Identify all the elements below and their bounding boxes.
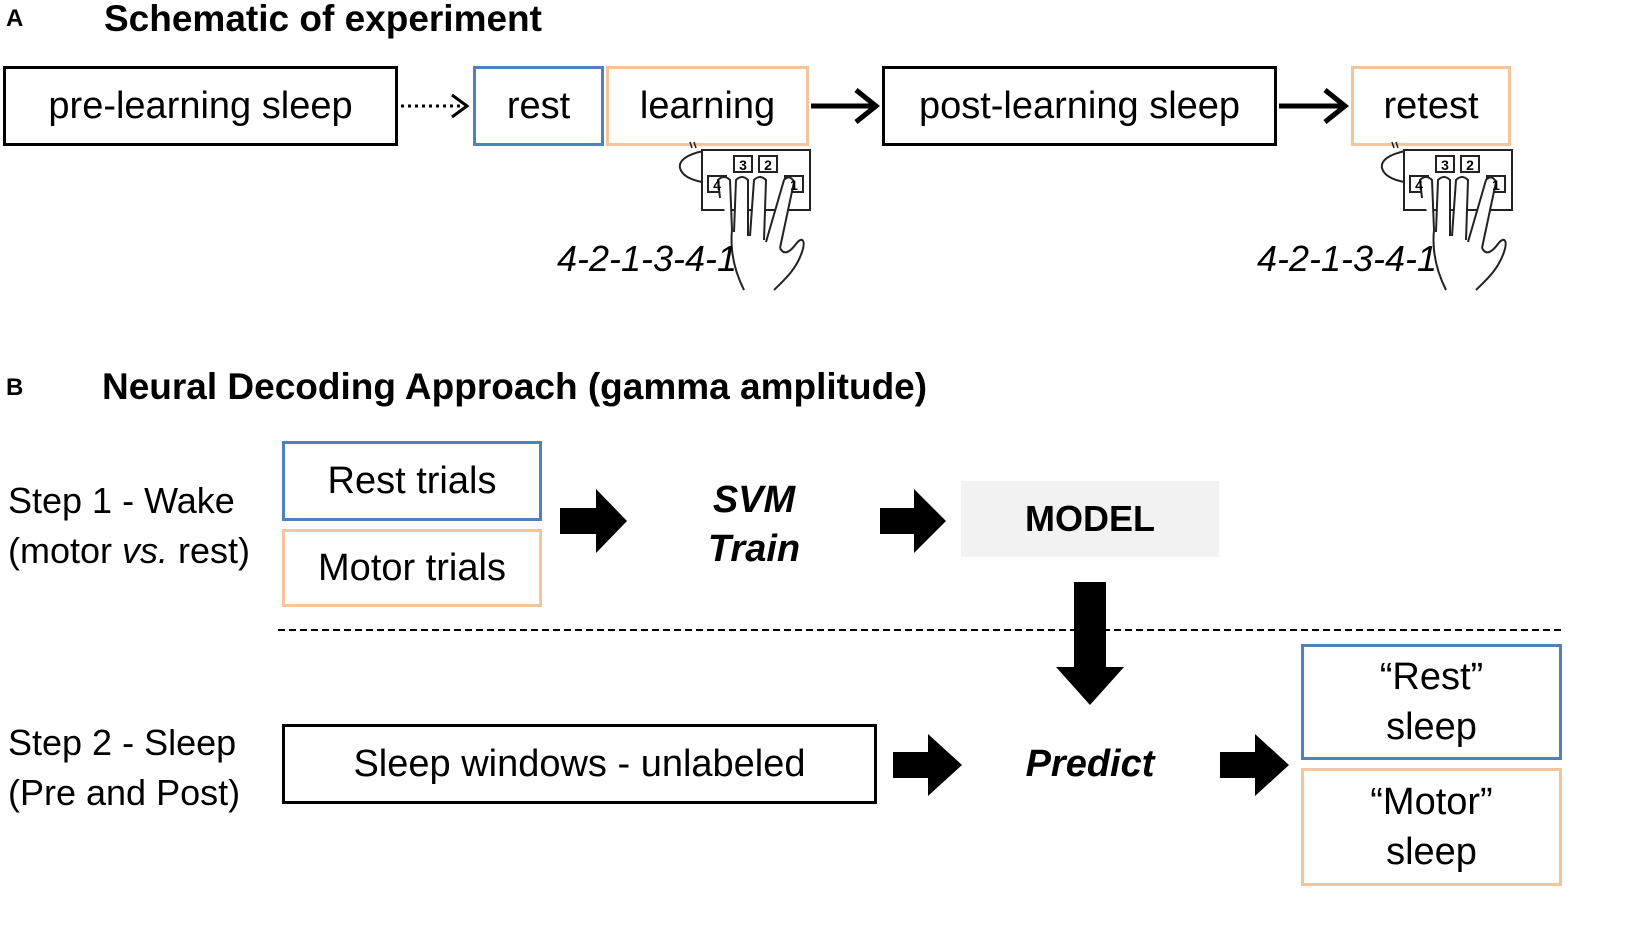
rest-trials-label: Rest trials xyxy=(327,459,497,502)
predict-label: Predict xyxy=(1025,743,1155,785)
step2-label: Step 2 - Sleep (Pre and Post) xyxy=(8,718,240,818)
rest-sleep-line2: sleep xyxy=(1386,706,1477,748)
post-learning-sleep-label: post-learning sleep xyxy=(918,84,1241,127)
learning-key-4: 4 xyxy=(713,177,721,193)
step1-label-line2: (motor vs. rest) xyxy=(8,526,250,576)
retest-key-1: 1 xyxy=(1492,177,1500,193)
motor-sleep-line1: “Motor” xyxy=(1370,781,1493,823)
arrow-post-sleep-to-retest xyxy=(1279,88,1350,124)
block-arrow-sleep-to-predict xyxy=(893,734,962,796)
step1-label-line1: Step 1 - Wake xyxy=(8,480,235,521)
retest-key-2: 2 xyxy=(1466,157,1474,173)
step1-label-line2-pre: (motor xyxy=(8,530,123,571)
step2-label-line1: Step 2 - Sleep xyxy=(8,722,237,763)
train-label: Train xyxy=(707,528,801,570)
motor-sleep-line2: sleep xyxy=(1386,831,1477,873)
panel-a-letter: A xyxy=(6,5,24,32)
model-label: MODEL xyxy=(1025,498,1155,539)
block-arrow-model-to-predict xyxy=(1056,582,1124,705)
arrow-learning-to-post-sleep xyxy=(811,88,881,124)
step1-label-line2-em: vs. xyxy=(122,530,169,571)
pre-learning-sleep-box: pre-learning sleep xyxy=(3,66,398,146)
pre-learning-sleep-label: pre-learning sleep xyxy=(48,84,353,127)
block-arrow-svm-to-model xyxy=(880,489,946,553)
post-learning-sleep-box: post-learning sleep xyxy=(882,66,1277,146)
svm-label: SVM xyxy=(712,479,796,521)
retest-key-3: 3 xyxy=(1441,157,1449,173)
retest-sequence: 4-2-1-3-4-1 xyxy=(1257,238,1438,279)
learning-key-2: 2 xyxy=(764,157,772,173)
block-arrow-predict-to-output xyxy=(1220,734,1289,796)
dotted-arrow xyxy=(401,93,470,119)
panel-a-title: Schematic of experiment xyxy=(104,0,542,39)
rest-box: rest xyxy=(473,66,604,146)
learning-sequence: 4-2-1-3-4-1 xyxy=(557,238,738,279)
rest-sleep-box: “Rest” sleep xyxy=(1301,644,1562,760)
retest-label: retest xyxy=(1383,84,1479,127)
sleep-windows-box: Sleep windows - unlabeled xyxy=(282,724,877,804)
motor-trials-box: Motor trials xyxy=(282,529,542,607)
learning-box: learning xyxy=(606,66,809,146)
retest-box: retest xyxy=(1351,66,1511,146)
model-box: MODEL xyxy=(961,481,1219,557)
rest-sleep-line1: “Rest” xyxy=(1379,656,1484,698)
motor-sleep-box: “Motor” sleep xyxy=(1301,768,1562,886)
step1-label: Step 1 - Wake (motor vs. rest) xyxy=(8,476,250,576)
step1-label-line2-post: rest) xyxy=(168,530,251,571)
sleep-windows-label: Sleep windows - unlabeled xyxy=(353,742,806,785)
learning-key-1: 1 xyxy=(790,177,798,193)
learning-key-3: 3 xyxy=(739,157,747,173)
step2-label-line2: (Pre and Post) xyxy=(8,772,241,813)
block-arrow-trials-to-svm xyxy=(560,489,627,553)
motor-trials-label: Motor trials xyxy=(318,546,506,589)
rest-label: rest xyxy=(506,84,571,127)
rest-trials-box: Rest trials xyxy=(282,441,542,521)
learning-label: learning xyxy=(639,84,776,127)
panel-b-letter: B xyxy=(6,374,24,401)
svm-train-label: SVM Train xyxy=(690,476,818,574)
retest-key-4: 4 xyxy=(1415,177,1423,193)
panel-b-title: Neural Decoding Approach (gamma amplitud… xyxy=(102,366,928,407)
